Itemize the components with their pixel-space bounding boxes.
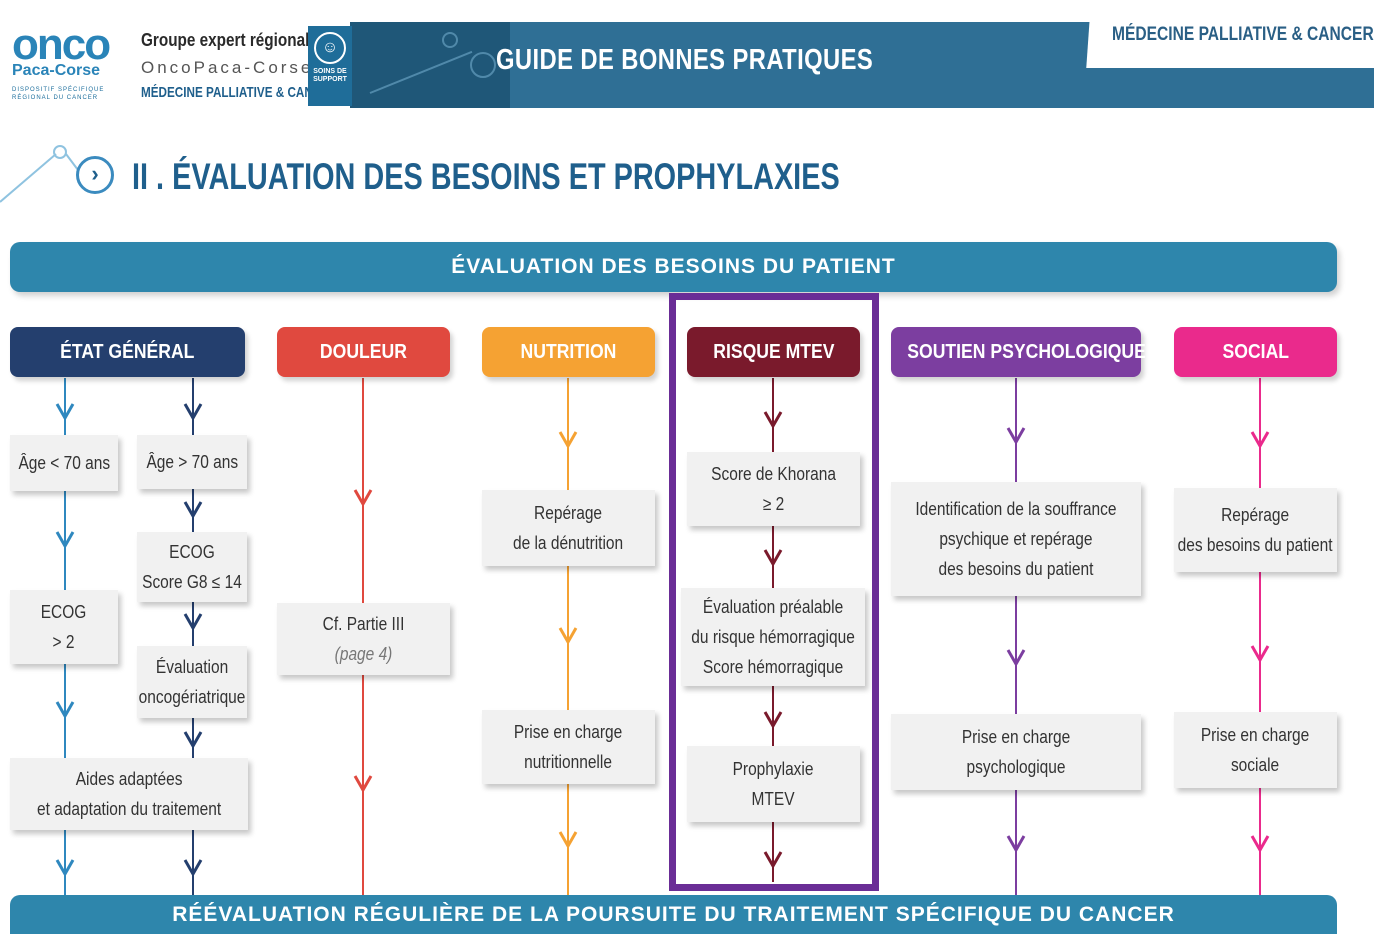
arrow-down-icon: [55, 859, 75, 878]
logo-subtext: DISPOSITIF SPÉCIFIQUE RÉGIONAL DU CANCER: [12, 87, 105, 101]
header-tag: MÉDECINE PALLIATIVE & CANCER: [1112, 24, 1374, 45]
box-age-under-70: Âge < 70 ans: [10, 435, 118, 491]
arrow-down-icon: [558, 431, 578, 450]
banner-decor-circle: [442, 32, 458, 48]
arrow-down-icon: [55, 531, 75, 550]
arrow-down-icon: [1006, 649, 1026, 668]
arrow-down-icon: [183, 403, 203, 422]
mtev-highlight-frame: [669, 293, 879, 891]
onco-logo: onco: [12, 20, 111, 70]
section-decor-lines: [0, 145, 79, 203]
badge-label: SOINS DE SUPPORT: [313, 68, 347, 83]
banner-decor-circle: [470, 52, 496, 78]
arrow-down-icon: [558, 627, 578, 646]
arrow-down-icon: [1250, 645, 1270, 664]
reevaluation-bar-label: RÉÉVALUATION RÉGULIÈRE DE LA POURSUITE D…: [172, 903, 1175, 926]
arrow-down-icon: [1250, 431, 1270, 450]
arrow-down-icon: [1250, 835, 1270, 854]
guide-title: GUIDE DE BONNES PRATIQUES: [496, 44, 874, 76]
header-risque-mtev: RISQUE MTEV: [687, 327, 860, 377]
header-nutrition: NUTRITION: [482, 327, 655, 377]
arrow-down-icon: [183, 731, 203, 750]
box-ecog-over-2: ECOG> 2: [10, 590, 118, 664]
header-douleur: DOULEUR: [277, 327, 450, 377]
group-name: Groupe expert régional: [141, 30, 310, 50]
arrow-down-icon: [558, 831, 578, 850]
group-network: OncoPaca-Corse: [141, 58, 314, 77]
header-soutien-psychologique: SOUTIEN PSYCHOLOGIQUE: [891, 327, 1146, 377]
arrow-down-icon: [55, 403, 75, 422]
arrow-down-icon: [763, 411, 783, 430]
section-title: II . ÉVALUATION DES BESOINS ET PROPHYLAX…: [132, 156, 840, 197]
evaluation-bar: ÉVALUATION DES BESOINS DU PATIENT: [10, 242, 1337, 292]
box-cf-partie-iii: Cf. Partie III(page 4): [277, 603, 450, 675]
reevaluation-bar: RÉÉVALUATION RÉGULIÈRE DE LA POURSUITE D…: [10, 895, 1337, 934]
arrow-down-icon: [183, 859, 203, 878]
arrow-down-icon: [763, 549, 783, 568]
logo-brand: onco: [12, 20, 111, 69]
arrow-down-icon: [55, 701, 75, 720]
logo-region: Paca-Corse: [12, 62, 101, 79]
arrow-down-icon: [183, 613, 203, 632]
evaluation-bar-label: ÉVALUATION DES BESOINS DU PATIENT: [451, 255, 896, 278]
group-specialty: MÉDECINE PALLIATIVE & CANCER: [141, 84, 338, 101]
arrow-down-icon: [763, 851, 783, 870]
arrow-down-icon: [1006, 835, 1026, 854]
box-score-khorana: Score de Khorana≥ 2: [687, 452, 860, 526]
arrow-down-icon: [1006, 427, 1026, 446]
arrow-down-icon: [763, 711, 783, 730]
box-age-over-70: Âge > 70 ans: [137, 435, 247, 489]
header-social: SOCIAL: [1174, 327, 1337, 377]
arrow-down-icon: [353, 775, 373, 794]
arrow-down-icon: [353, 489, 373, 508]
chevron-right-icon: ›: [76, 156, 114, 194]
soins-support-badge: ☺ SOINS DE SUPPORT: [308, 26, 352, 106]
header-etat-general: ÉTAT GÉNÉRAL: [10, 327, 245, 377]
arrow-down-icon: [183, 501, 203, 520]
people-icon: ☺: [314, 32, 346, 64]
